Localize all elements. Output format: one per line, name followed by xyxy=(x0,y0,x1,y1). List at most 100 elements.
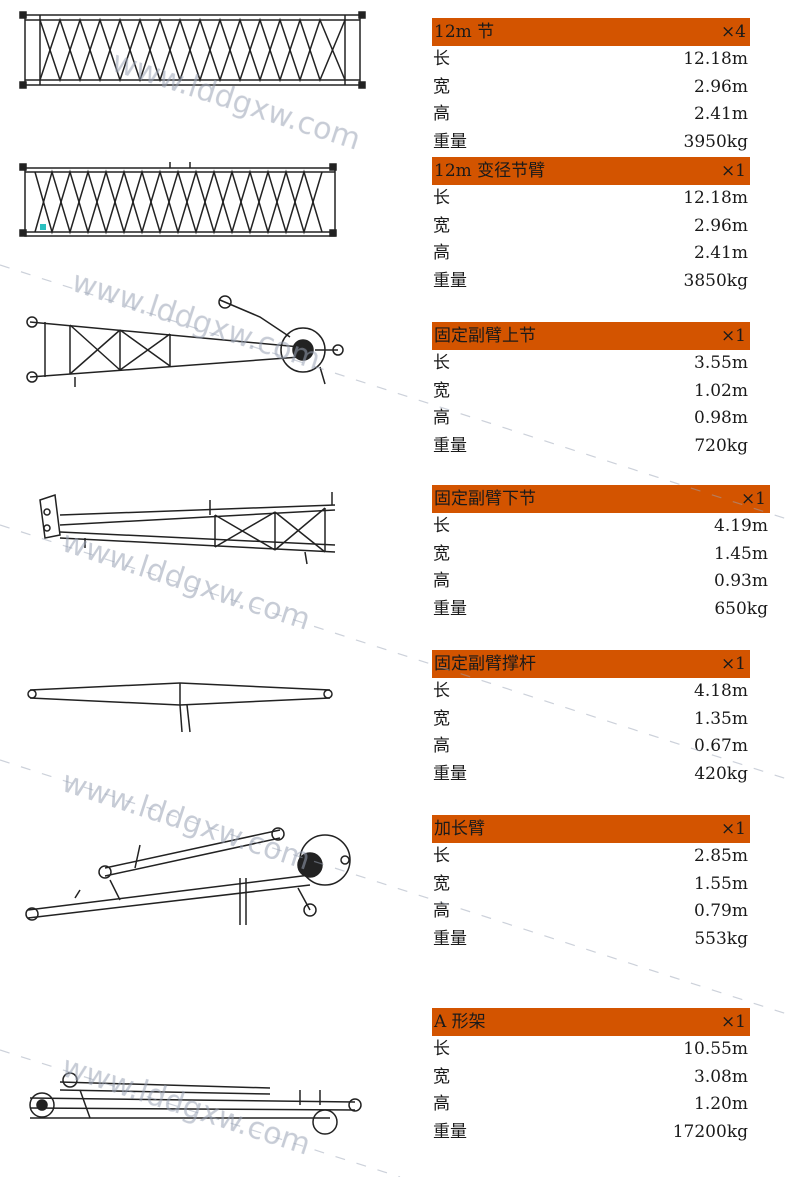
jib-lower-section-drawing xyxy=(35,490,345,570)
spec-header: 固定副臂撑杆 ×1 xyxy=(432,650,750,678)
spec-row: 重量 17200kg xyxy=(432,1119,750,1147)
component-quantity: ×1 xyxy=(720,819,746,839)
spec-label: 宽 xyxy=(433,215,450,236)
jib-upper-section-drawing xyxy=(20,292,350,392)
spec-header: 加长臂 ×1 xyxy=(432,815,750,843)
component-name: 加长臂 xyxy=(434,819,485,839)
component-quantity: ×1 xyxy=(740,489,766,509)
spec-value: 0.98m xyxy=(694,408,748,428)
spec-value: 1.55m xyxy=(694,873,748,894)
spec-value: 1.35m xyxy=(694,708,748,729)
spec-value: 3950kg xyxy=(683,131,748,152)
component-name: A 形架 xyxy=(434,1012,486,1032)
component-quantity: ×1 xyxy=(720,326,746,346)
spec-value: 10.55m xyxy=(683,1039,748,1059)
spec-value: 553kg xyxy=(694,928,748,949)
component-name: 12m 节 xyxy=(434,22,495,42)
spec-row: 重量 720kg xyxy=(432,433,750,461)
spec-header: 固定副臂上节 ×1 xyxy=(432,322,750,350)
spec-value: 1.20m xyxy=(694,1094,748,1114)
spec-value: 650kg xyxy=(714,598,768,619)
spec-label: 宽 xyxy=(433,873,450,894)
spec-label: 长 xyxy=(433,49,450,69)
extension-boom-drawing xyxy=(20,820,360,930)
spec-value: 720kg xyxy=(694,435,748,456)
spec-label: 重量 xyxy=(433,598,467,619)
spec-label: 重量 xyxy=(433,763,467,784)
spec-value: 0.93m xyxy=(714,571,768,591)
component-name: 固定副臂下节 xyxy=(434,489,536,509)
spec-row: 重量 3950kg xyxy=(432,129,750,157)
component-quantity: ×1 xyxy=(720,161,746,181)
spec-value: 12.18m xyxy=(683,49,748,69)
a-frame-drawing xyxy=(20,1060,365,1140)
spec-row: 宽 1.02m xyxy=(432,378,750,406)
spec-header: 12m 变径节臂 ×1 xyxy=(432,157,750,185)
spec-value: 3.55m xyxy=(694,353,748,373)
spec-value: 2.41m xyxy=(694,243,748,263)
spec-label: 长 xyxy=(433,681,450,701)
spec-value: 4.19m xyxy=(714,516,768,536)
spec-label: 高 xyxy=(433,901,450,921)
variable-boom-section-drawing xyxy=(19,160,365,240)
spec-value: 2.85m xyxy=(694,846,748,866)
spec-value: 17200kg xyxy=(672,1121,748,1142)
spec-label: 宽 xyxy=(433,380,450,401)
spec-value: 12.18m xyxy=(683,188,748,208)
spec-label: 宽 xyxy=(433,543,450,564)
spec-label: 高 xyxy=(433,571,450,591)
spec-row: 高 0.93m xyxy=(432,568,770,596)
spec-label: 宽 xyxy=(433,708,450,729)
component-quantity: ×4 xyxy=(720,22,746,42)
spec-value: 1.02m xyxy=(694,380,748,401)
component-name: 12m 变径节臂 xyxy=(434,161,546,181)
spec-label: 重量 xyxy=(433,270,467,291)
spec-label: 高 xyxy=(433,243,450,263)
spec-value: 2.41m xyxy=(694,104,748,124)
spec-row: 长 12.18m xyxy=(432,185,750,213)
spec-label: 高 xyxy=(433,1094,450,1114)
spec-row: 宽 1.55m xyxy=(432,871,750,899)
component-name: 固定副臂撑杆 xyxy=(434,654,536,674)
spec-row: 高 1.20m xyxy=(432,1091,750,1119)
spec-label: 重量 xyxy=(433,435,467,456)
spec-row: 宽 1.35m xyxy=(432,706,750,734)
spec-header: 固定副臂下节 ×1 xyxy=(432,485,770,513)
spec-label: 重量 xyxy=(433,1121,467,1142)
component-name: 固定副臂上节 xyxy=(434,326,536,346)
spec-value: 1.45m xyxy=(714,543,768,564)
spec-value: 3.08m xyxy=(694,1066,748,1087)
jib-strut-drawing xyxy=(25,680,340,740)
spec-label: 宽 xyxy=(433,1066,450,1087)
spec-row: 宽 1.45m xyxy=(432,541,770,569)
spec-label: 长 xyxy=(433,1039,450,1059)
spec-row: 宽 3.08m xyxy=(432,1064,750,1092)
spec-header: 12m 节 ×4 xyxy=(432,18,750,46)
spec-block: A 形架 ×1 长 10.55m 宽 3.08m 高 1.20m 重量 17200kg xyxy=(432,1008,750,1146)
spec-label: 重量 xyxy=(433,131,467,152)
spec-label: 长 xyxy=(433,188,450,208)
component-quantity: ×1 xyxy=(720,1012,746,1032)
spec-value: 2.96m xyxy=(694,76,748,97)
component-quantity: ×1 xyxy=(720,654,746,674)
spec-value: 3850kg xyxy=(683,270,748,291)
spec-row: 高 2.41m xyxy=(432,240,750,268)
